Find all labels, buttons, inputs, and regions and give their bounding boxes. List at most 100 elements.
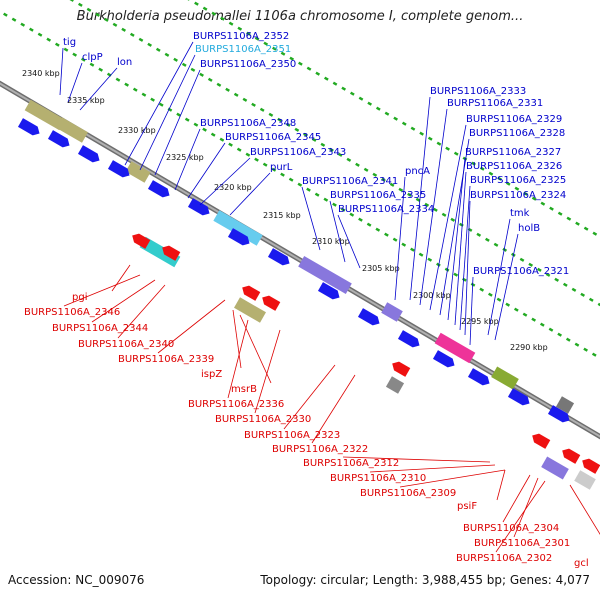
forward-gene-arrow [107,160,130,178]
tick-dot [505,302,511,307]
tick-dot [341,86,347,91]
top-gene-label: BURPS1106A_2341 [302,176,398,187]
tick-dot [424,202,430,207]
reverse-gene-arrow [262,295,281,311]
tick-dot [268,112,274,117]
tick-dot [358,96,364,101]
tick-dot [164,52,170,57]
tick-dot [505,181,511,186]
tick-dot [20,22,26,27]
tick-dot [566,216,572,221]
top-gene-label: BURPS1106A_2325 [470,175,566,186]
accession-text: Accession: NC_009076 [8,573,145,587]
bottom-label-leader [239,314,272,384]
gene-block [491,366,519,390]
gene-arrow [187,198,210,216]
tick-dot [272,46,277,51]
tick-dot [242,97,248,102]
bottom-label-leader [399,469,506,488]
lower-gene-block [541,456,569,480]
tick-dot [254,157,259,162]
bottom-gene-label: msrB [231,384,257,395]
gene-block [56,117,88,143]
bottom-gene-label: BURPS1106A_2309 [360,488,456,499]
top-gene-label: BURPS1106A_2326 [466,161,562,172]
forward-gene-arrow [227,228,250,246]
top-label-leader [301,186,321,251]
tick-dot [236,147,242,152]
gene-arrow [147,180,170,198]
tick-dot [514,186,520,191]
bottom-label-leader [232,309,242,369]
gene-arrow [262,295,281,311]
top-gene-label: BURPS1106A_2352 [193,31,289,42]
tick-dot [98,67,104,72]
tick-dot [591,352,597,357]
lower-gene-block [385,376,405,394]
gene-arrow [507,388,530,406]
tick-dot [557,332,563,337]
top-label-leader [67,62,83,103]
kbp-tick-label: 2325 kbp [166,153,204,162]
top-label-leader [494,233,519,341]
top-label-leader [429,124,467,311]
tick-dot [349,212,355,217]
tick-dot [329,147,334,152]
tick-dot [496,297,502,302]
top-gene-label: BURPS1106A_2333 [430,86,526,97]
kbp-tick-label: 2320 kbp [214,183,252,192]
gene-arrow [77,145,100,163]
top-label-leader [229,172,271,216]
tick-dot [11,17,17,22]
bottom-gene-label: BURPS1106A_2339 [118,354,214,365]
kbp-tick-label: 2340 kbp [22,69,60,78]
tick-dot [306,187,311,192]
top-gene-label: BURPS1106A_2331 [447,98,543,109]
bottom-label-leader [502,474,531,523]
tick-dot [459,222,464,227]
kbp-tick-label: 2300 kbp [413,291,451,300]
tick-dot [37,32,43,37]
tick-dot [280,172,285,177]
tick-dot [121,27,127,32]
tick-dot [298,61,303,66]
tick-dot [173,57,178,62]
tick-dot [436,262,441,267]
forward-gene-arrow [267,248,290,266]
tick-dot [453,272,459,277]
gene-arrow [107,160,130,178]
gene-block [574,470,596,490]
gene-arrow [467,368,490,386]
gene-block [24,99,66,131]
tick-dot [220,16,225,21]
tick-dot [337,152,343,157]
top-gene-label: BURPS1106A_2328 [469,128,565,139]
tick-dot [228,142,233,147]
tick-dot [588,297,594,302]
top-label-leader [199,157,251,206]
bottom-label-leader [283,364,336,430]
bottom-label-leader [342,456,491,463]
top-label-leader [459,185,471,331]
tick-dot [392,237,398,242]
tick-dot [245,152,251,157]
bottom-gene-label: ispZ [201,369,222,380]
bottom-label-leader [117,284,166,339]
top-gene-label: BURPS1106A_2348 [200,118,296,129]
tick-dot [389,182,395,187]
bottom-label-leader [63,274,141,307]
tick-dot [190,67,196,72]
bottom-gene-label: BURPS1106A_2346 [24,307,120,318]
forward-gene-arrow [357,308,380,326]
gene-arrow [582,458,600,474]
tick-dot [401,121,407,126]
tick-dot [285,122,291,127]
tick-dot [3,12,8,17]
bottom-gene-label: BURPS1106A_2323 [244,430,340,441]
gene-arrow [547,405,570,423]
tick-dot [199,72,204,77]
tick-dot [259,107,265,112]
tick-dot [323,197,329,202]
tick-dot [444,267,450,272]
top-label-leader [59,47,64,96]
